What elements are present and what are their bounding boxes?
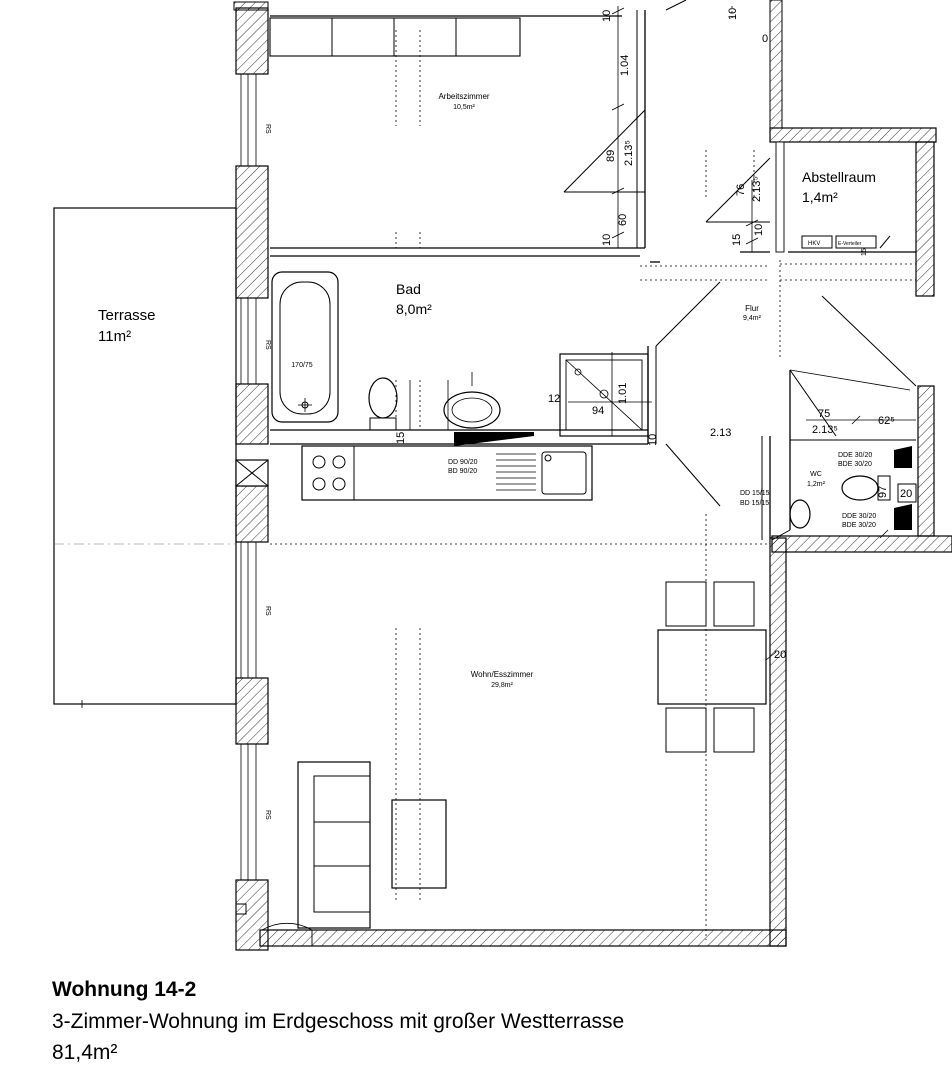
dim-97: 97 <box>877 486 889 498</box>
utility-boxes <box>801 235 891 249</box>
south-wall <box>259 922 787 947</box>
room-arbeitszimmer-area: 10,5m² <box>453 104 475 111</box>
wc-dde-top: DDE 30/20 <box>838 452 872 459</box>
dim-15-b: 15 <box>395 432 407 444</box>
dim-101: 1.01 <box>617 383 629 404</box>
kitchen-counter <box>301 445 593 501</box>
room-arbeitszimmer-name: Arbeitszimmer <box>438 92 489 101</box>
east-walls <box>769 0 952 947</box>
dim-2135-d: 2.13⁵ <box>812 424 838 436</box>
window-label-rs-4: RS <box>264 810 271 820</box>
dim-625: 62⁵ <box>878 415 895 427</box>
dim-20-a: 20 <box>900 488 912 500</box>
dimension-lines <box>568 6 916 661</box>
dim-2135-b: 2.13⁵ <box>751 176 763 202</box>
bath-toilet <box>368 377 411 431</box>
e-verteiler-label: E-Verteiler <box>838 241 862 247</box>
flur-bd: BD 15/15 <box>740 500 769 507</box>
bath-washbasin <box>443 372 501 430</box>
apartment-title: Wohnung 14-2 <box>52 978 197 1001</box>
window-label-rs-3: RS <box>264 606 271 616</box>
room-wc-name: WC <box>810 471 822 478</box>
dim-2135-a: 2.13⁵ <box>623 140 635 166</box>
wc-fixtures <box>789 475 917 529</box>
door-swings <box>563 0 917 507</box>
room-wc-area: 1,2m² <box>807 481 826 488</box>
dim-15-a: 15 <box>731 234 743 246</box>
room-wohnen-area: 29,8m² <box>491 682 513 689</box>
sofa <box>297 761 371 929</box>
window-label-rs-2: RS <box>264 340 271 350</box>
coffee-table <box>391 799 447 889</box>
room-wohnen-name: Wohn/Esszimmer <box>471 670 534 679</box>
dim-10-right: 10 <box>727 8 739 20</box>
dim-10-b: 10 <box>753 224 765 236</box>
dim-12: 12 <box>548 393 560 405</box>
dim-60: 60 <box>617 214 629 226</box>
terrace-outline <box>53 207 237 708</box>
dim-94: 94 <box>592 405 604 417</box>
shaft-markers <box>454 432 912 530</box>
dim-10-c: 10 <box>647 434 659 446</box>
flur-dd: DD 15/15 <box>740 490 770 497</box>
dining-set <box>657 581 767 753</box>
dim-213-c: 2.13 <box>710 427 731 439</box>
room-flur-name: Flur <box>745 304 759 313</box>
room-bad-name: Bad <box>396 281 421 297</box>
wc-bde-bottom: BDE 30/20 <box>842 522 876 529</box>
room-bad-area: 8,0m² <box>396 301 432 317</box>
dim-10-top: 10 <box>601 10 613 22</box>
kitchen-dd: DD 90/20 <box>448 459 478 466</box>
room-terrasse-area: 11m² <box>98 328 131 345</box>
apartment-area: 81,4m² <box>52 1041 118 1064</box>
window-label-rs-1: RS <box>264 124 271 134</box>
shower <box>559 353 649 437</box>
dim-10-mid: 10 <box>601 234 613 246</box>
bathtub <box>271 271 339 423</box>
dim-75: 75 <box>818 408 830 420</box>
floor-plan: Arbeitszimmer 10,5m² Bad 8,0m² Abstellra… <box>53 0 952 951</box>
shelf-unit <box>269 17 521 57</box>
apartment-description: 3-Zimmer-Wohnung im Erdgeschoss mit groß… <box>52 1010 625 1033</box>
wc-bde-top: BDE 30/20 <box>838 461 872 468</box>
room-terrasse-name: Terrasse <box>98 307 156 324</box>
west-exterior-wall <box>233 1 269 951</box>
kitchen-bd: BD 90/20 <box>448 468 477 475</box>
dim-76: 76 <box>735 184 747 196</box>
room-abstellraum-name: Abstellraum <box>802 169 876 185</box>
dim-89: 89 <box>605 150 617 162</box>
dim-15-c: 15 <box>861 248 868 256</box>
dim-20-b: 20 <box>774 649 786 661</box>
bathtub-size: 170/75 <box>291 362 313 369</box>
dim-104: 1.04 <box>619 55 631 76</box>
wc-dde-bottom: DDE 30/20 <box>842 513 876 520</box>
hkv-label: HKV <box>808 241 820 247</box>
interior-walls <box>270 10 916 541</box>
dim-0: 0 <box>762 33 768 45</box>
room-flur-area: 9,4m² <box>743 315 762 322</box>
room-abstellraum-area: 1,4m² <box>802 189 838 205</box>
